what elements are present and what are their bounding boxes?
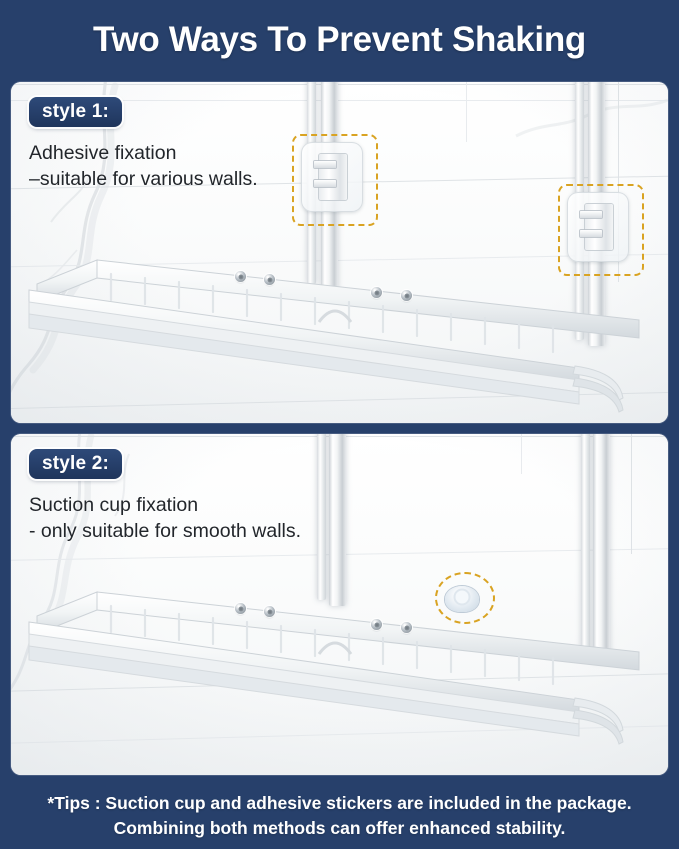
mounting-pole-left — [329, 434, 346, 606]
grout-line — [11, 84, 668, 85]
style-1-caption: Adhesive fixation –suitable for various … — [29, 142, 258, 190]
shower-caddy-basket — [19, 574, 668, 775]
highlight-dashed-box-right — [558, 184, 644, 276]
mounting-pole-right — [593, 434, 610, 662]
mounting-screw — [371, 287, 382, 298]
tips-line-2: Combining both methods can offer enhance… — [113, 817, 566, 838]
sticker-bracket — [314, 154, 347, 200]
grout-line — [466, 82, 467, 142]
adhesive-sticker-right — [567, 192, 629, 262]
basket-wire-graphic — [28, 591, 640, 775]
mounting-screw — [371, 619, 382, 630]
adhesive-sticker-left — [301, 142, 363, 212]
style-2-caption: Suction cup fixation - only suitable for… — [29, 494, 302, 542]
style-badge-1: style 1: — [29, 97, 123, 127]
style-badge-2: style 2: — [29, 449, 123, 479]
style-2-panel: style 2: Suction cup fixation - only sui… — [11, 434, 668, 775]
mounting-screw — [264, 606, 275, 617]
mounting-screw — [264, 274, 275, 285]
mounting-screw — [401, 290, 412, 301]
mounting-pole-left-shadow — [317, 434, 326, 600]
mounting-screw — [235, 271, 246, 282]
header-banner: Two Ways To Prevent Shaking — [0, 0, 679, 80]
style-badge-1-label: style 1: — [42, 101, 110, 122]
mounting-screw — [235, 603, 246, 614]
mounting-pole-right-shadow — [581, 434, 590, 656]
tips-line-1: *Tips : Suction cup and adhesive sticker… — [47, 792, 632, 813]
style-1-panel: style 1: Adhesive fixation –suitable for… — [11, 82, 668, 423]
highlight-dashed-box-left — [292, 134, 378, 226]
sticker-bracket — [580, 204, 613, 250]
style-badge-2-label: style 2: — [42, 453, 110, 474]
tips-footer: *Tips : Suction cup and adhesive sticker… — [0, 782, 679, 849]
shower-caddy-basket — [19, 242, 668, 423]
basket-wire-graphic — [28, 259, 640, 423]
mounting-screw — [401, 622, 412, 633]
page-title: Two Ways To Prevent Shaking — [92, 20, 586, 59]
grout-line — [631, 434, 632, 554]
highlight-dashed-ellipse — [435, 572, 495, 624]
grout-line — [521, 434, 522, 474]
